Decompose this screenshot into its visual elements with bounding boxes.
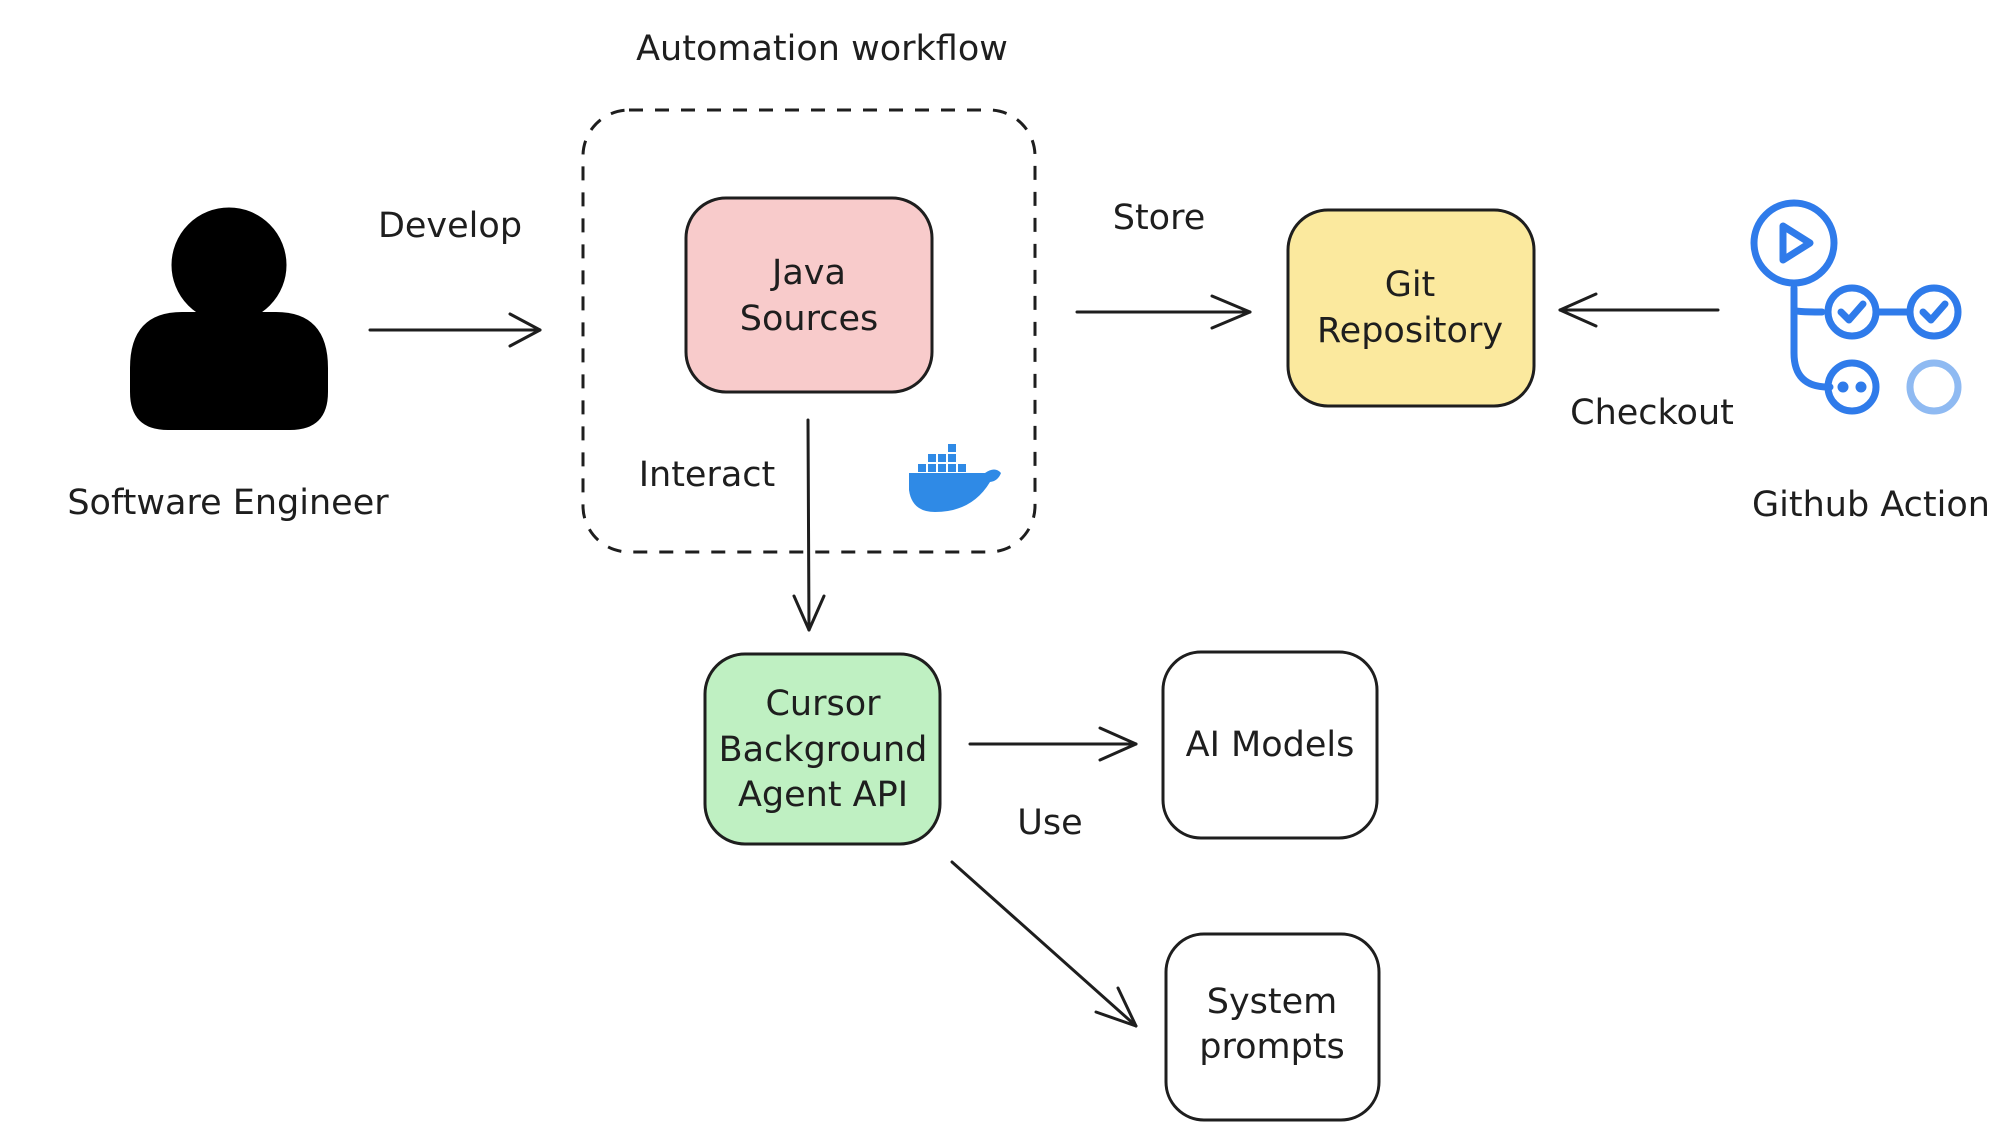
person-icon <box>130 202 328 430</box>
java-sources-box <box>684 196 934 394</box>
ai-models-line-1: AI Models <box>1186 725 1355 765</box>
interact-arrow <box>792 418 826 632</box>
system-prompts-arrow <box>950 860 1138 1028</box>
store-arrow <box>1075 294 1252 330</box>
cursor-agent-box <box>703 652 942 846</box>
workflow-title: Automation workflow <box>636 29 1008 69</box>
system-prompts-line-1: System <box>1207 982 1338 1022</box>
ai-models-node: AI Models <box>1161 650 1379 840</box>
checkout-label: Checkout <box>1570 393 1734 433</box>
system-prompts-node: System prompts <box>1164 932 1381 1122</box>
git-repository-box <box>1286 208 1536 408</box>
checkout-arrow <box>1558 292 1720 328</box>
engineer-label: Software Engineer <box>67 483 389 523</box>
cursor-agent-node: Cursor Background Agent API <box>703 652 942 846</box>
system-prompts-line-2: prompts <box>1199 1027 1345 1067</box>
github-action-label: Github Action <box>1752 485 1990 525</box>
automation-workflow-container <box>581 108 1037 554</box>
java-sources-line-2: Sources <box>740 299 878 339</box>
git-repository-line-1: Git <box>1385 265 1436 305</box>
develop-arrow <box>368 312 542 348</box>
git-repository-node: Git Repository <box>1286 208 1536 408</box>
cursor-agent-line-2: Background <box>719 730 928 770</box>
interact-label: Interact <box>639 455 776 495</box>
ai-models-box <box>1161 650 1379 840</box>
develop-label: Develop <box>378 206 522 246</box>
cursor-agent-line-3: Agent API <box>738 775 908 815</box>
use-label: Use <box>1017 803 1082 843</box>
java-sources-line-1: Java <box>770 253 846 293</box>
use-arrow <box>968 726 1138 762</box>
cursor-agent-line-1: Cursor <box>765 684 881 724</box>
system-prompts-box <box>1164 932 1381 1122</box>
github-action-icon <box>1750 199 1962 415</box>
git-repository-line-2: Repository <box>1317 311 1503 351</box>
java-sources-node: Java Sources <box>684 196 934 394</box>
docker-icon <box>909 444 1001 512</box>
store-label: Store <box>1113 198 1206 238</box>
